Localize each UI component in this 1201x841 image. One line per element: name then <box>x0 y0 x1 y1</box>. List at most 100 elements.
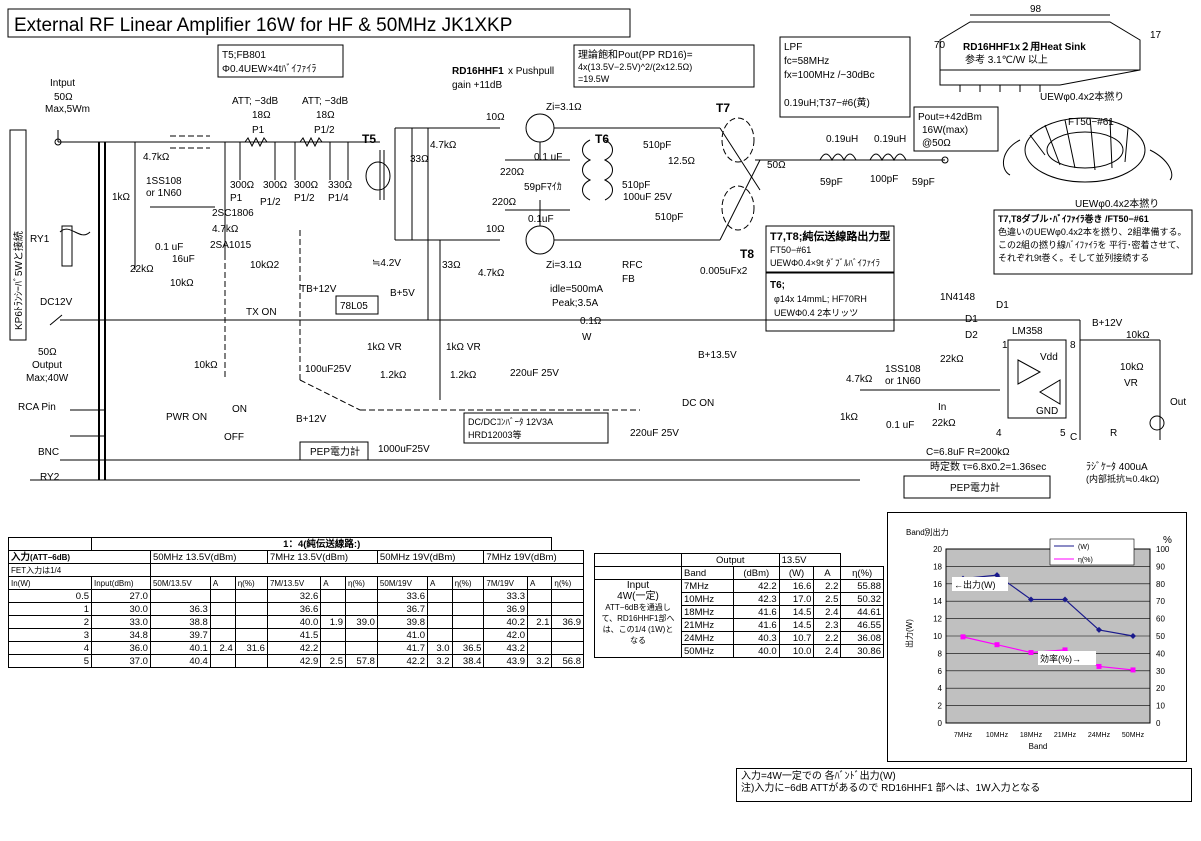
r47k2-label: 4.7kΩ <box>212 224 239 235</box>
table1-cell <box>344 641 378 655</box>
note-lpf-3: fx=100MHz /−30dBc <box>784 70 875 81</box>
table1-cell <box>451 589 485 603</box>
l019a-label: 0.19uH <box>826 134 858 145</box>
c01c-label: 0.1uF <box>528 214 554 225</box>
title-frame <box>7 8 631 38</box>
table2-cell: 41.6 <box>732 605 780 619</box>
table1-cell <box>209 602 236 616</box>
table1-cell <box>426 602 453 616</box>
table2-cell: 14.5 <box>778 618 815 632</box>
note-theory-3: =19.5W <box>578 74 610 84</box>
r22kc-label: 22kΩ <box>932 418 956 429</box>
table1-subheader: In(W) <box>8 576 92 590</box>
table1-cell: 39.8 <box>376 615 428 629</box>
pin1-label: 1 <box>1002 340 1008 351</box>
table2-input-line: Input <box>626 580 650 592</box>
table1-cell: 36.6 <box>266 602 322 616</box>
d1b-label: D1 <box>965 314 978 325</box>
c59a-label: 59pF <box>820 177 843 188</box>
y-tick-label: 16 <box>933 580 942 589</box>
note-t6-3: UEWΦ0.4 2本リッツ <box>774 307 858 318</box>
c510a-label: 510pF <box>622 180 650 191</box>
note-theory-2: 4x(13.5V−2.5V)^2/(2x12.5Ω) <box>578 62 692 72</box>
meter2-label: (内部抵抗≒0.4kΩ) <box>1086 473 1159 484</box>
table1-cell: 5 <box>8 654 92 668</box>
r18b-label: 18Ω <box>316 110 335 121</box>
legend-label-w: (W) <box>1078 544 1089 551</box>
zi2-label: Zi=3.1Ω <box>546 260 582 271</box>
y2-tick-label: 10 <box>1156 702 1165 711</box>
x-axis-label: Band <box>1029 742 1048 751</box>
gain-label: gain +11dB <box>452 80 502 91</box>
table2-input-line: て、RD16HHF1部へ <box>601 614 675 623</box>
c01b-label: 0.1 uF <box>534 152 562 163</box>
table1-subheader: η(%) <box>234 576 268 590</box>
series-point-1 <box>994 642 1000 648</box>
table1-cell: 41.0 <box>376 628 428 642</box>
series-point-0 <box>1130 633 1136 639</box>
or1n60-label: or 1N60 <box>146 188 182 199</box>
c01a-label: 0.1 uF <box>155 242 183 253</box>
d2-label: D2 <box>965 330 978 341</box>
ss108-label: 1SS108 <box>146 176 182 187</box>
heatsink-dim-w: 98 <box>1030 4 1042 15</box>
y2-tick-label: 0 <box>1156 719 1161 728</box>
q2sa-label: 2SA1015 <box>210 240 252 251</box>
tau-label: 時定数 τ=6.8x0.2=1.36sec <box>930 460 1046 473</box>
x-tick-label: 7MHz <box>954 732 973 739</box>
table1-subheader: A <box>527 576 553 590</box>
annotation-efficiency: 効率(%)→ <box>1040 653 1081 664</box>
table1-cell <box>527 602 553 616</box>
y-axis-label: 出力(W) <box>904 619 914 648</box>
table1-group-3: 50MHz 19V(dBm) <box>376 550 485 564</box>
on-label: ON <box>232 404 247 415</box>
y2-tick-label: 30 <box>1156 667 1165 676</box>
table2-input-line: は、この1/4 (1W)と <box>602 625 674 634</box>
r12k1-label: 1.2kΩ <box>380 370 407 381</box>
annotation-output-bg <box>952 577 1008 591</box>
note-pout-3: @50Ω <box>922 138 951 149</box>
table2-cell: 17.0 <box>778 592 815 606</box>
pushpull-label: x Pushpull <box>508 66 554 77</box>
chart-svg: 0246810121416182001020304050607080901007… <box>904 527 1172 751</box>
r10k5-label: 10kΩ <box>1120 362 1144 373</box>
or1n60b-label: or 1N60 <box>885 376 921 387</box>
series-point-0 <box>1028 596 1034 603</box>
table2-cell: 10MHz <box>681 592 734 606</box>
y-tick-label: 0 <box>938 719 943 728</box>
c16-label: 16uF <box>172 254 195 265</box>
table1-cell <box>344 602 378 616</box>
chart-legend <box>1049 538 1135 566</box>
fet-stage <box>394 113 660 400</box>
cr-label: C=6.8uF R=200kΩ <box>926 447 1010 458</box>
table1-cell: 0.5 <box>8 589 92 603</box>
series-point-0 <box>994 572 1000 579</box>
table2-cell: 42.2 <box>732 579 780 593</box>
t2-a-hdr: A <box>813 566 842 580</box>
r01-label: 0.1Ω <box>580 316 602 327</box>
table1-cell: 39.0 <box>344 615 378 629</box>
table1-cell: 43.2 <box>483 641 529 655</box>
table2-cell: 2.2 <box>813 631 842 645</box>
r10k4-label: 10kΩ <box>1126 330 1150 341</box>
table1-cell <box>551 602 584 616</box>
note-t6-2: φ14x 14mmL; HF70RH <box>774 294 867 304</box>
table1-cell <box>451 615 485 629</box>
table1-cell <box>234 654 268 668</box>
x-tick-label: 18MHz <box>1020 732 1043 739</box>
b135-label: B+13.5V <box>698 350 737 361</box>
table1-cell <box>426 615 453 629</box>
off-label: OFF <box>224 432 244 443</box>
c510b-label: 510pF <box>643 140 671 151</box>
table2-cell: 42.3 <box>732 592 780 606</box>
series-point-1 <box>1130 667 1136 673</box>
y2-tick-label: 40 <box>1156 649 1165 658</box>
r1k2-label: 1kΩ <box>840 412 859 423</box>
r10a-label: 10Ω <box>486 112 505 123</box>
l78-label: 78L05 <box>340 301 368 312</box>
bottom-note-2: 注)入力に−6dB ATTがあるので RD16HHF1 部へは、1W入力となる <box>741 783 1041 794</box>
r10k2-label: 10kΩ2 <box>250 260 280 271</box>
y-tick-label: 10 <box>933 632 942 641</box>
